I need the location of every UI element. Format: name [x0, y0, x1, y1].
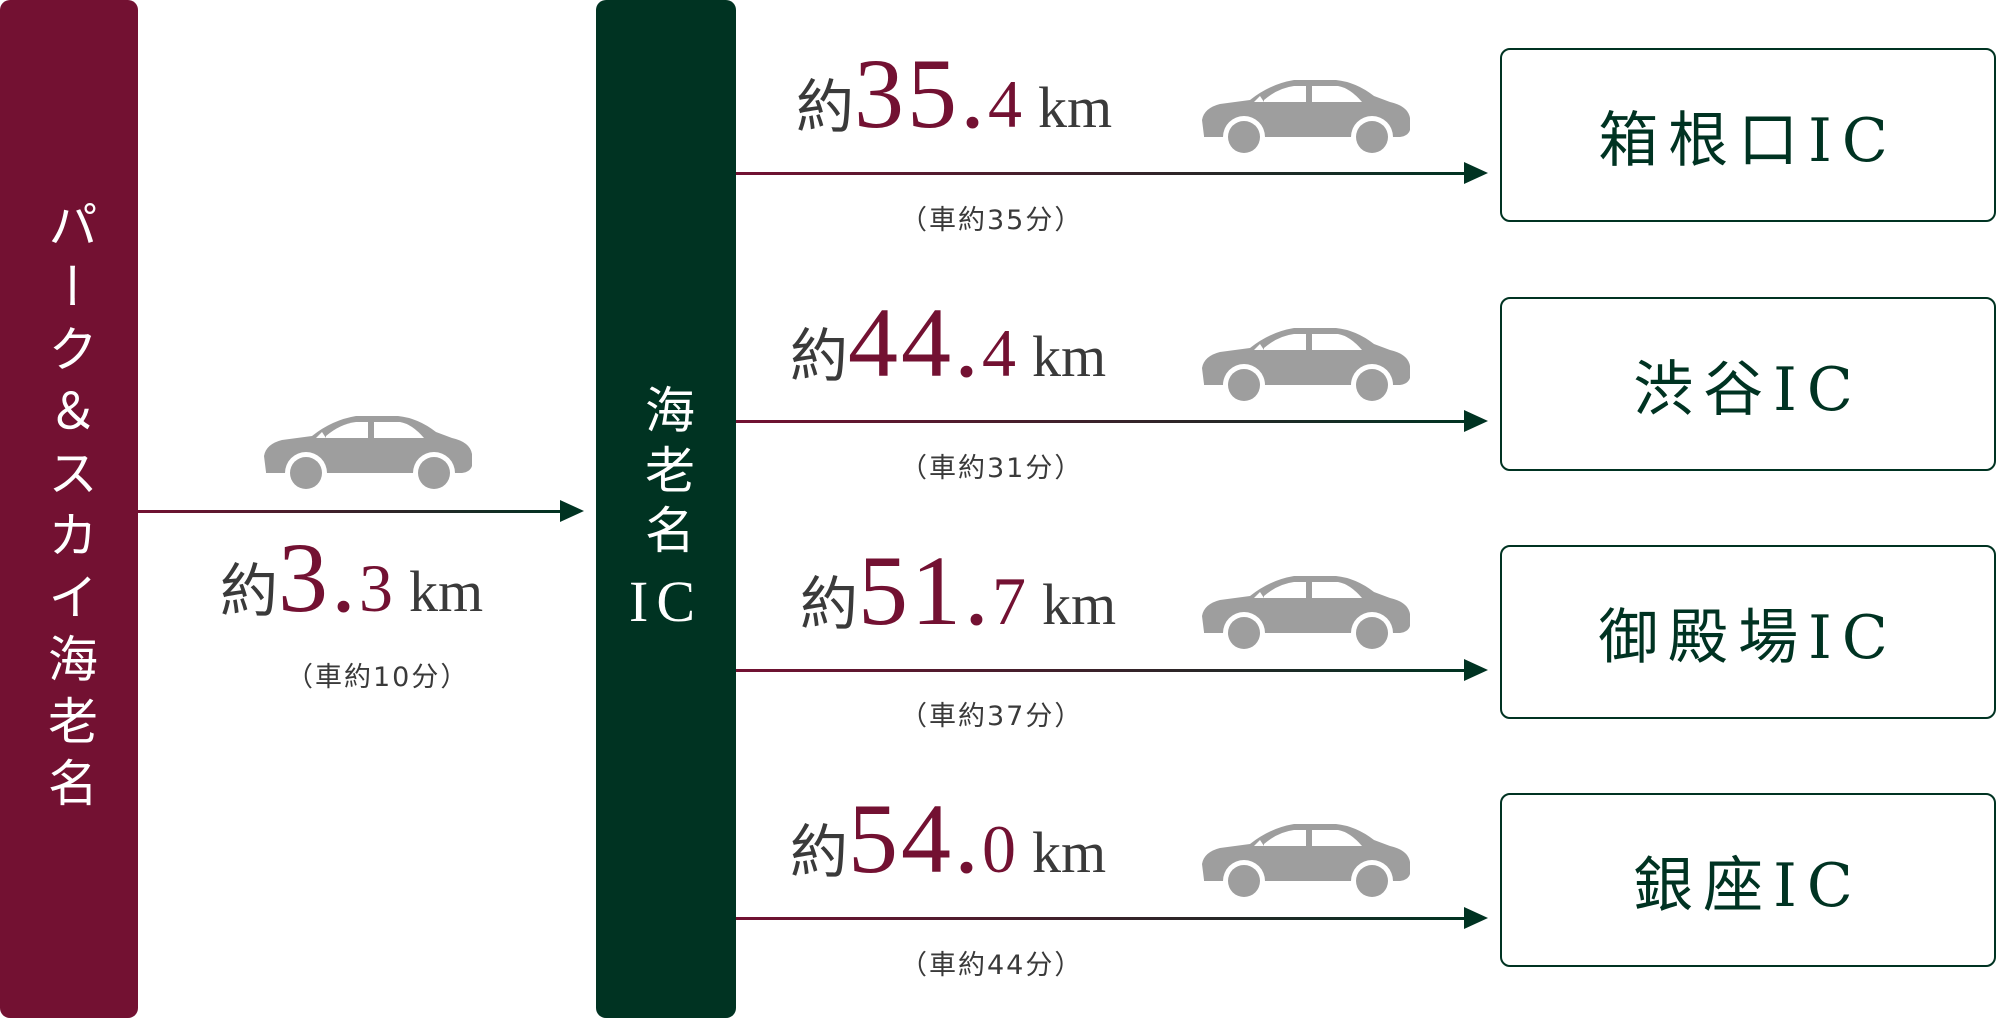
car-icon [1198, 74, 1412, 154]
origin-label: パーク＆スカイ海老名 [40, 199, 98, 819]
arrow-right-icon [736, 659, 1488, 681]
destination-name: 渋谷IC [1633, 354, 1863, 425]
car-icon [1198, 322, 1412, 402]
distance-prefix: 約 [790, 818, 849, 886]
distance-unit: km [1042, 572, 1117, 637]
distance-dec: 4 [988, 66, 1023, 142]
arrow-right-icon [138, 500, 584, 522]
route-distance: 約 51. 7 km [800, 533, 1116, 648]
distance-unit: km [1032, 324, 1107, 389]
route-distance: 約 35. 4 km [796, 36, 1112, 151]
destination-box: 箱根口IC [1500, 48, 1996, 222]
route-time: （車約31分） [900, 453, 1084, 484]
route-time: （車約35分） [900, 205, 1084, 236]
hub-name: 海老名 [637, 383, 695, 564]
arrow-right-icon [736, 162, 1488, 184]
distance-dec: 7 [992, 563, 1027, 639]
distance-dec: 3 [359, 550, 394, 626]
arrow-right-icon [736, 410, 1488, 432]
hub-ic: IC [629, 568, 703, 634]
distance-dec: 4 [982, 315, 1017, 391]
distance-prefix: 約 [800, 570, 859, 638]
origin-time: （車約10分） [286, 662, 470, 693]
destination-name: 銀座IC [1633, 850, 1863, 921]
distance-dec: 0 [982, 811, 1017, 887]
distance-int: 44. [848, 287, 983, 398]
distance-int: 3. [278, 522, 360, 633]
car-icon [1198, 570, 1412, 650]
distance-int: 35. [854, 38, 989, 149]
origin-bar: パーク＆スカイ海老名 [0, 0, 138, 1018]
route-time: （車約37分） [900, 701, 1084, 732]
distance-int: 54. [848, 783, 983, 894]
hub-bar: 海老名 IC [596, 0, 736, 1018]
route-distance: 約 54. 0 km [790, 781, 1106, 896]
arrow-right-icon [736, 907, 1488, 929]
destination-box: 御殿場IC [1500, 545, 1996, 719]
distance-prefix: 約 [790, 322, 849, 390]
destination-box: 銀座IC [1500, 793, 1996, 967]
distance-unit: km [409, 559, 484, 624]
distance-unit: km [1038, 75, 1113, 140]
distance-unit: km [1032, 820, 1107, 885]
destination-name: 箱根口IC [1598, 105, 1898, 176]
car-icon [260, 410, 474, 490]
destination-box: 渋谷IC [1500, 297, 1996, 471]
route-distance: 約 44. 4 km [790, 285, 1106, 400]
route-time: （車約44分） [900, 950, 1084, 981]
distance-int: 51. [858, 535, 993, 646]
origin-distance: 約 3. 3 km [220, 520, 483, 635]
destination-name: 御殿場IC [1598, 602, 1898, 673]
car-icon [1198, 818, 1412, 898]
distance-prefix: 約 [220, 557, 279, 625]
distance-prefix: 約 [796, 73, 855, 141]
